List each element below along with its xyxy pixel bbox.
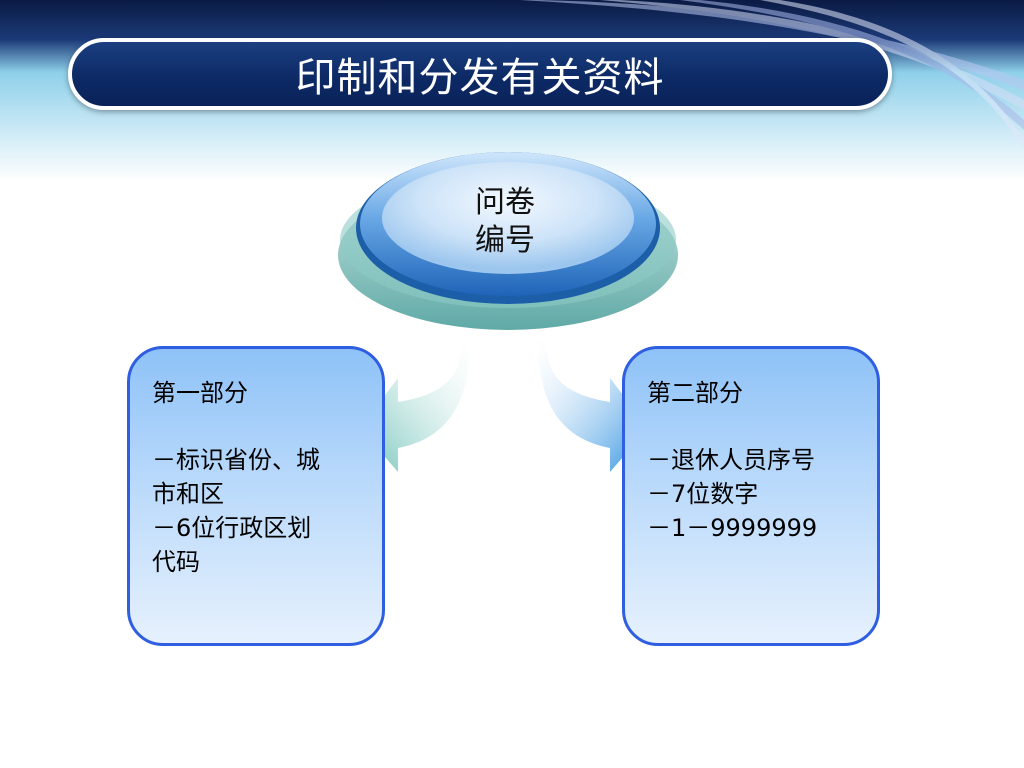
left-panel: 第一部分 －标识省份、城 市和区 －6位行政区划 代码	[127, 346, 385, 646]
left-panel-line: －标识省份、城	[152, 446, 320, 474]
center-label-line-1: 问卷	[475, 185, 535, 220]
right-panel-heading: 第二部分	[647, 379, 743, 407]
left-panel-line: －6位行政区划	[152, 514, 312, 542]
left-panel-heading: 第一部分	[152, 379, 248, 407]
right-panel-line: －退休人员序号	[647, 446, 815, 474]
title-bar: 印制和分发有关资料	[68, 38, 892, 110]
right-panel-line: －7位数字	[647, 480, 759, 508]
center-node-label: 问卷 编号	[430, 184, 580, 260]
right-panel: 第二部分 －退休人员序号 －7位数字 －1－9999999	[622, 346, 880, 646]
arrow-left	[360, 340, 470, 472]
page-title: 印制和分发有关资料	[295, 55, 665, 101]
arrow-right	[538, 340, 648, 472]
center-label-line-2: 编号	[475, 223, 535, 258]
left-panel-line: 市和区	[152, 480, 224, 508]
left-panel-line: 代码	[152, 548, 200, 576]
right-panel-line: －1－9999999	[647, 514, 818, 542]
